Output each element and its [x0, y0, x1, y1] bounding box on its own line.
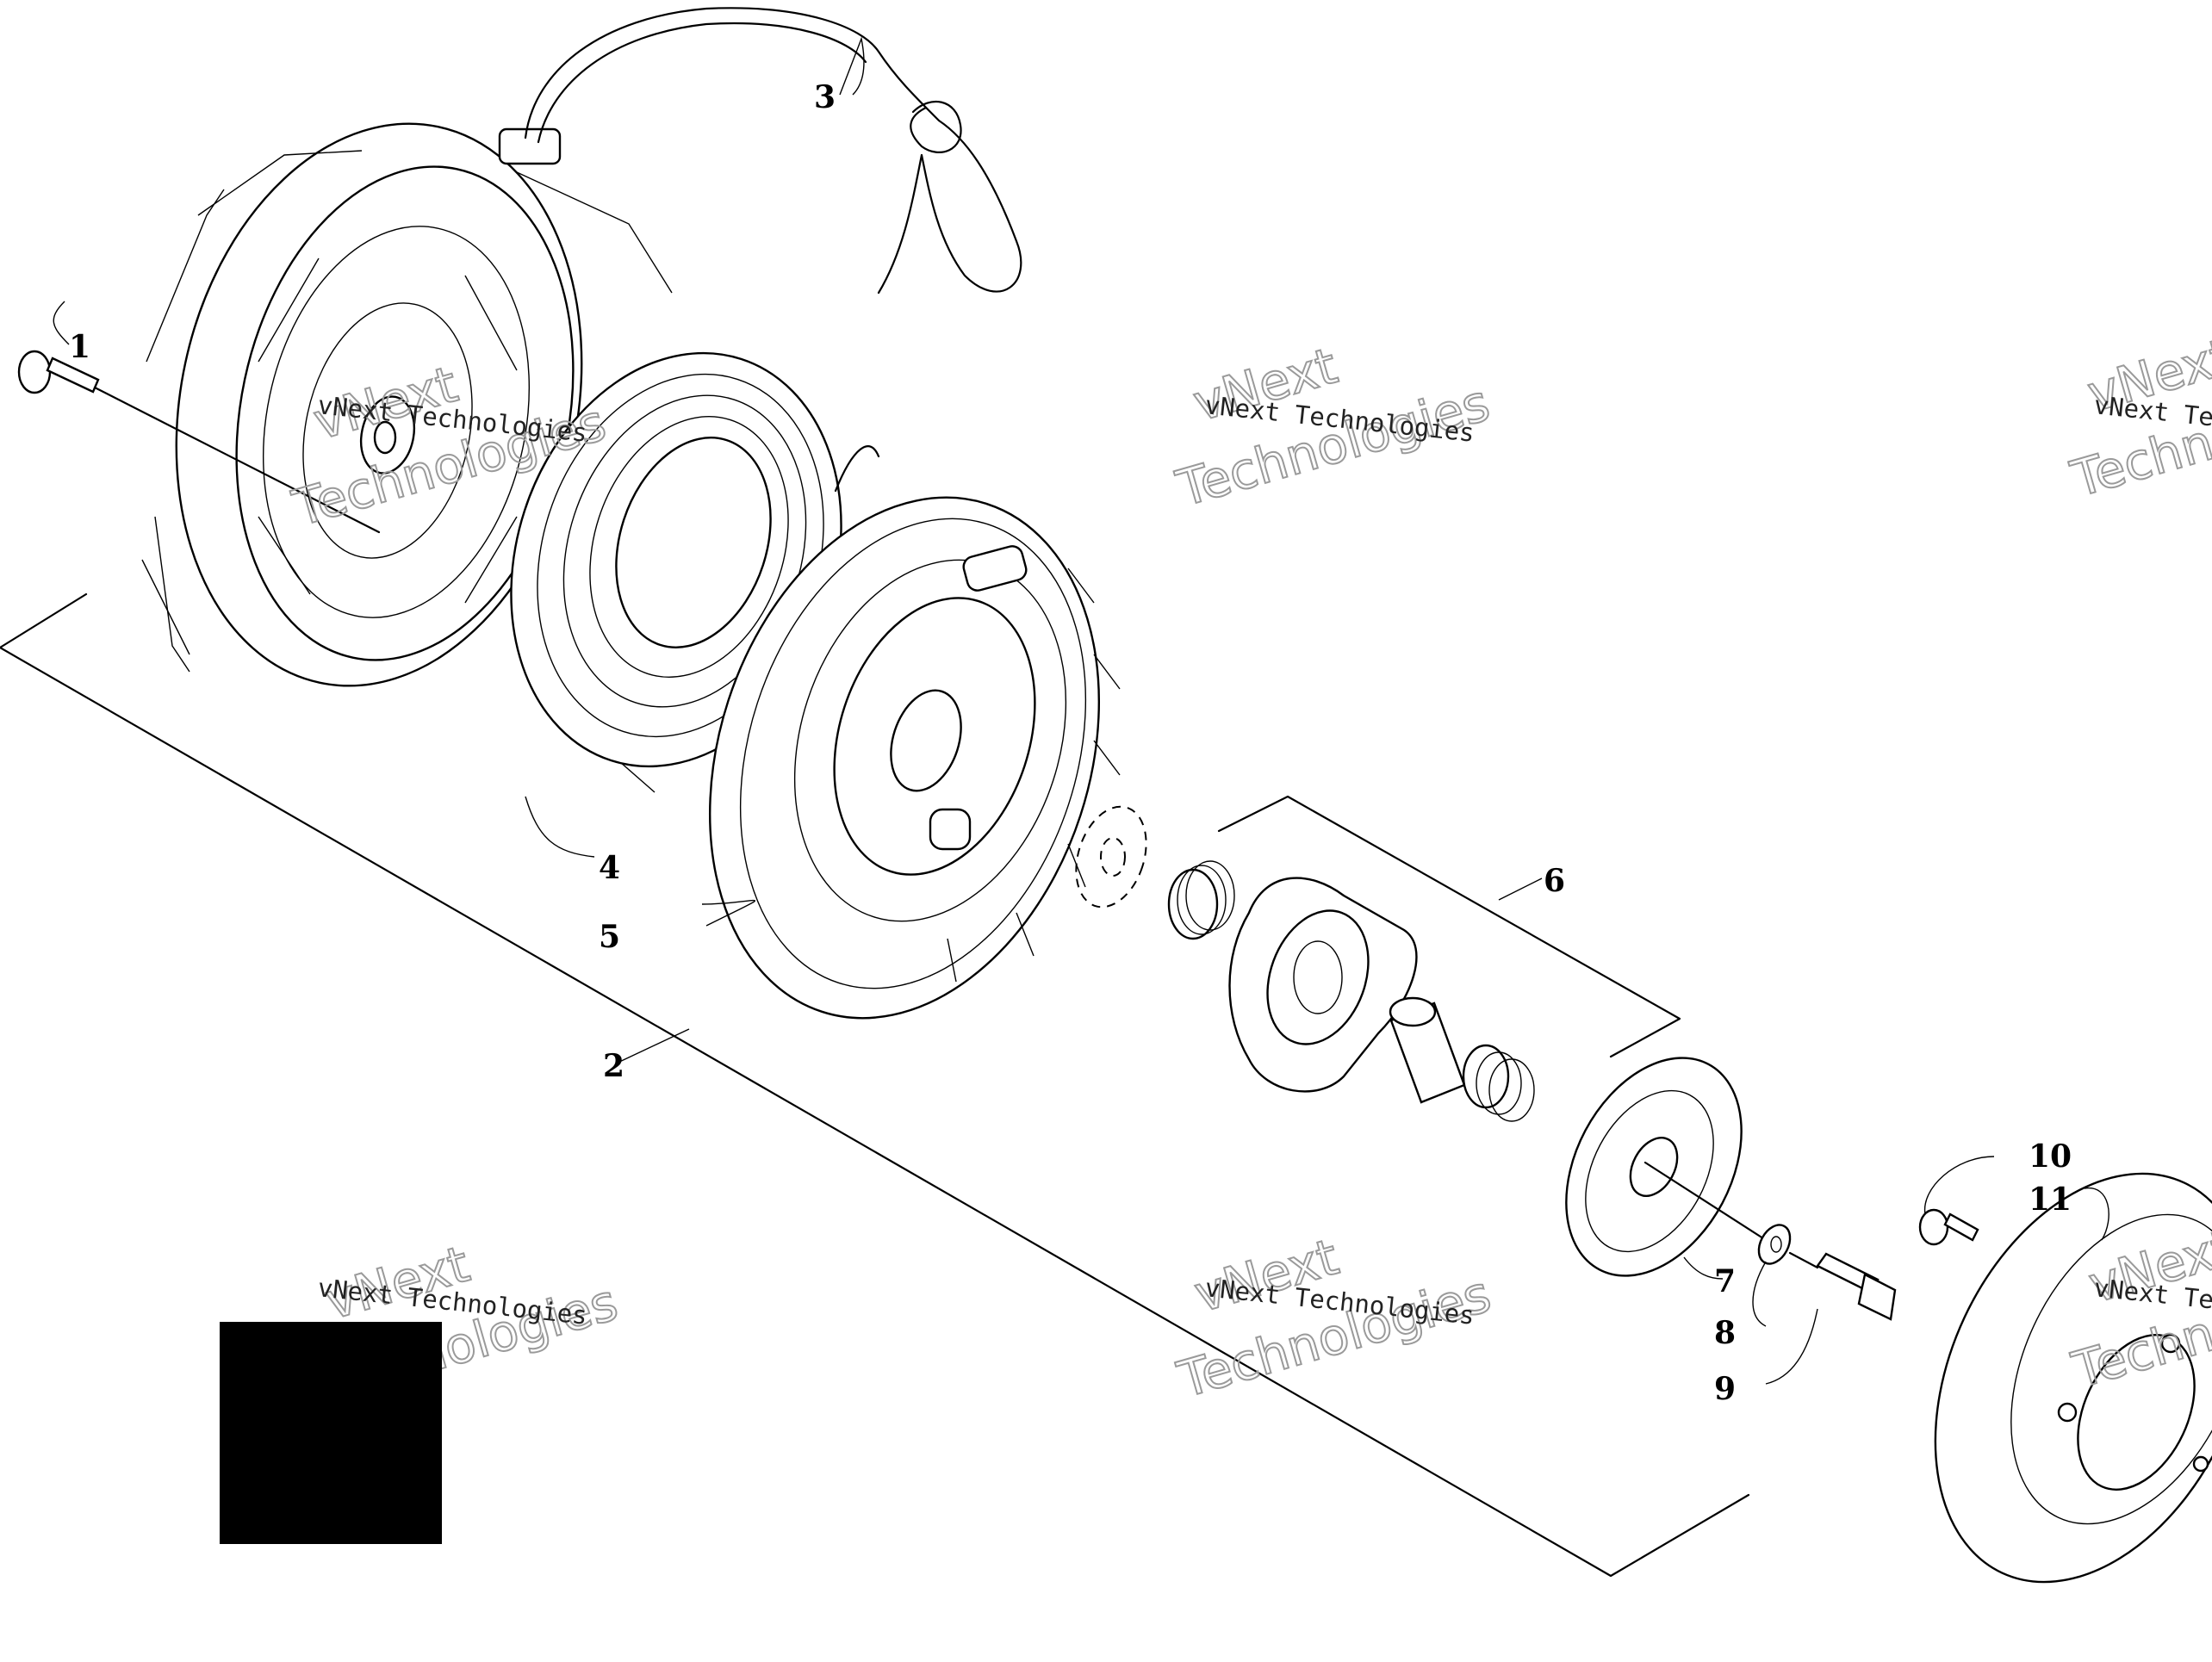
bushing: [1389, 996, 1466, 1104]
callout-3[interactable]: 3: [814, 79, 836, 115]
callout-1[interactable]: 1: [69, 329, 90, 365]
small-spring: [1167, 860, 1235, 940]
leader-lines: [53, 36, 2109, 1385]
washer[interactable]: [1753, 1219, 1819, 1269]
coil-spring: [1462, 1044, 1535, 1122]
center-bolt[interactable]: [1816, 1252, 1897, 1321]
assembly-bracket-6: [1217, 795, 1681, 1058]
starter-rope[interactable]: [524, 7, 1022, 295]
callout-2[interactable]: 2: [603, 1048, 624, 1084]
callout-5[interactable]: 5: [599, 919, 620, 955]
callout-8[interactable]: 8: [1714, 1315, 1736, 1351]
callout-9[interactable]: 9: [1714, 1371, 1736, 1407]
callout-6[interactable]: 6: [1544, 863, 1565, 899]
callout-11[interactable]: 11: [2029, 1181, 2072, 1218]
starter-housing[interactable]: [126, 85, 673, 793]
redaction-box: [220, 1322, 442, 1544]
assembly-bracket-2: [0, 592, 1750, 1578]
ratchet-plate: [1228, 877, 1418, 1093]
rope-reel[interactable]: [646, 447, 1164, 1070]
callout-7[interactable]: 7: [1714, 1263, 1736, 1299]
callout-4[interactable]: 4: [599, 850, 620, 886]
ratchet-kit[interactable]: [1167, 860, 1535, 1122]
starter-cup[interactable]: [1873, 1123, 2212, 1634]
callout-labels: 1 2 3 4 5 6 7 8 9 10 11: [69, 79, 2072, 1407]
cup-bolt[interactable]: [1918, 1208, 1979, 1246]
hidden-washer: [1075, 805, 1147, 909]
friction-plate[interactable]: [1531, 1028, 1777, 1306]
callout-10[interactable]: 10: [2029, 1138, 2072, 1175]
housing-bolt[interactable]: [17, 350, 381, 534]
